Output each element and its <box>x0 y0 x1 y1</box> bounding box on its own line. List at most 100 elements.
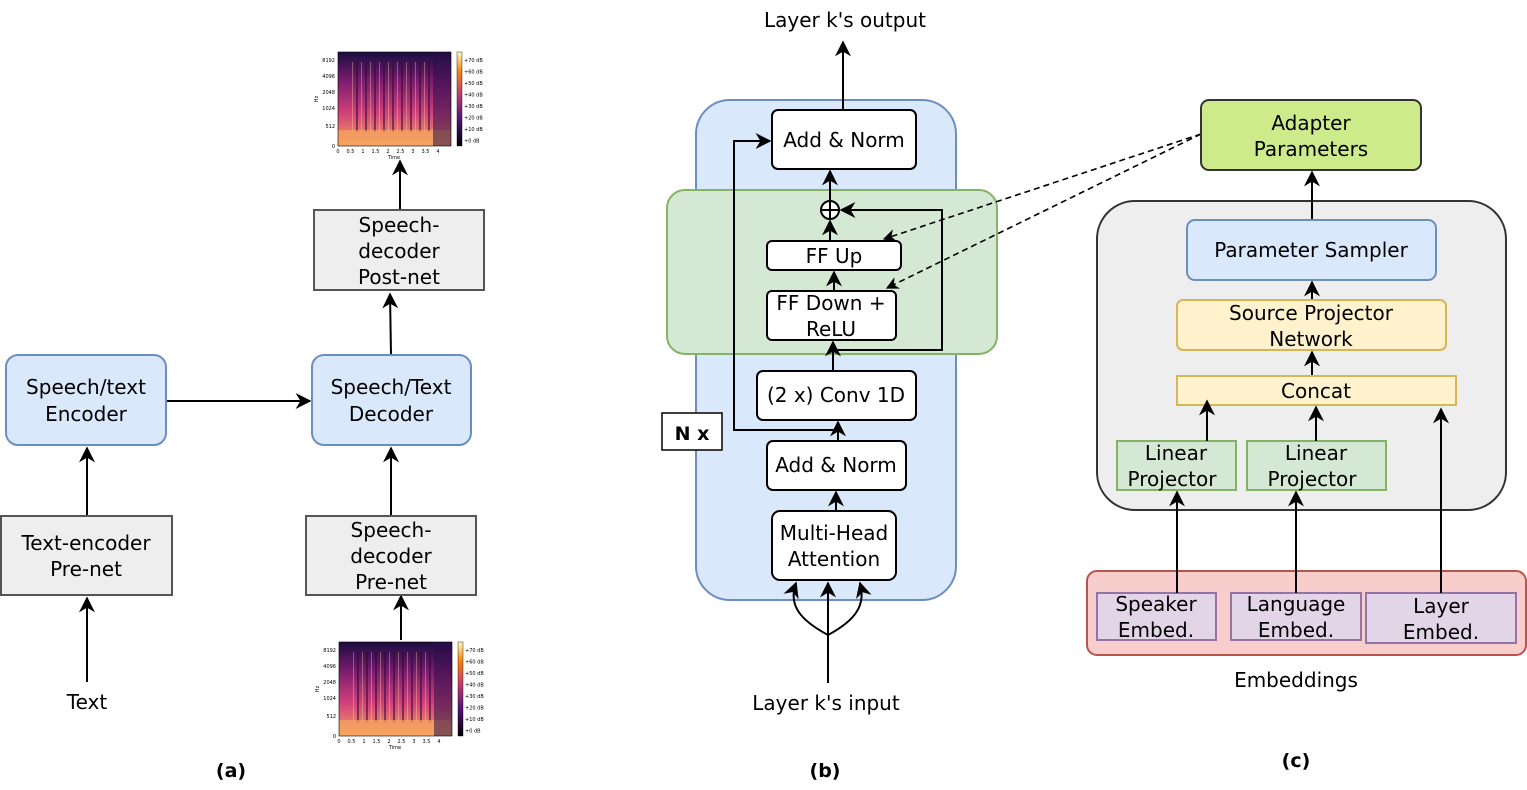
ff-down-box <box>766 290 897 341</box>
spectrogram-x-tick: 1 <box>362 739 365 745</box>
attention-line1: Multi-Head <box>780 521 888 545</box>
panel-c: Adapter Parameters Parameter Sampler Sou… <box>1086 99 1527 772</box>
encoder-line1: Speech/text <box>26 375 146 399</box>
speech-postnet-box <box>313 209 485 291</box>
spectrogram-xlabel: Time <box>388 745 401 751</box>
text-encoder-prenet-box <box>0 515 173 596</box>
layer-embed-box <box>1365 592 1517 644</box>
conv1d-box <box>756 370 917 421</box>
colorbar-tick: +30 dB <box>465 694 484 700</box>
repeat-count-label: N x <box>675 423 710 445</box>
decoder-box <box>311 354 472 446</box>
spectrogram-y-tick: 2048 <box>322 90 335 96</box>
spectrogram-y-tick: 4096 <box>322 74 335 80</box>
add-norm-top-box <box>771 109 917 170</box>
spectrogram-x-tick: 2 <box>386 149 389 155</box>
parameter-sampler-label: Parameter Sampler <box>1214 238 1408 262</box>
spectrogram-y-tick: 8192 <box>323 648 336 654</box>
linear-projector-1-box <box>1116 440 1237 491</box>
layer-embed-line2: Embed. <box>1403 620 1479 644</box>
adapter-link-ffup <box>882 133 1202 242</box>
colorbar-tick: +60 dB <box>464 70 483 76</box>
attention-line2: Attention <box>788 547 880 571</box>
speaker-embed-line2: Embed. <box>1118 618 1194 642</box>
spectrogram-x-tick: 0.5 <box>347 149 355 155</box>
colorbar-tick: +10 dB <box>464 127 483 133</box>
spectrogram-y-tick: 8192 <box>322 58 335 64</box>
spectrogram-y-tick: 0 <box>333 734 336 740</box>
speech-prenet-box <box>305 515 477 596</box>
speech-prenet-line2: decoder <box>350 544 432 568</box>
colorbar-tick: +0 dB <box>464 139 480 145</box>
speech-prenet-line3: Pre-net <box>355 570 427 594</box>
colorbar-tick: +20 dB <box>464 116 483 122</box>
panel-a: Text Text-encoder Pre-net Speech/text En… <box>0 51 485 782</box>
language-embed-line2: Embed. <box>1258 618 1334 642</box>
spectrogram-x-tick: 2 <box>387 739 390 745</box>
spectrogram-x-tick: 1 <box>361 149 364 155</box>
text-prenet-line1: Text-encoder <box>20 531 151 555</box>
ff-down-line2: ReLU <box>806 317 856 341</box>
colorbar <box>457 641 464 737</box>
spectrogram-y-tick: 4096 <box>323 664 336 670</box>
language-embed-box <box>1230 592 1362 641</box>
spectrogram-x-tick: 4 <box>436 149 439 155</box>
caption-c: (c) <box>1282 750 1311 772</box>
add-norm-bottom-label: Add & Norm <box>775 453 897 477</box>
ff-up-label: FF Up <box>806 244 863 268</box>
spectrogram-x-tick: 2.5 <box>398 739 406 745</box>
spectrogram-x-tick: 0.5 <box>348 739 356 745</box>
layer-embed-line1: Layer <box>1413 594 1470 618</box>
encoder-box <box>5 354 167 446</box>
colorbar-tick: +60 dB <box>465 660 484 666</box>
embeddings-label: Embeddings <box>1234 668 1358 692</box>
layer-input-label: Layer k's input <box>752 691 900 715</box>
add-norm-bottom-box <box>766 440 907 491</box>
linear-projector-1-line2: Projector <box>1128 467 1218 491</box>
caption-b: (b) <box>810 760 841 782</box>
adapter-link-ffdown <box>885 133 1202 289</box>
speaker-embed-line1: Speaker <box>1115 592 1197 616</box>
spectrogram-ylabel: Hz <box>315 685 321 692</box>
linear-projector-2-line1: Linear <box>1285 441 1348 465</box>
adapter-params-line2: Parameters <box>1254 137 1368 161</box>
source-projector-box <box>1176 299 1447 351</box>
colorbar-tick: +40 dB <box>464 93 483 99</box>
colorbar-tick: +70 dB <box>464 58 483 64</box>
colorbar-tick: +50 dB <box>464 81 483 87</box>
text-prenet-line2: Pre-net <box>50 557 122 581</box>
encoder-line2: Encoder <box>45 402 128 426</box>
colorbar <box>456 51 463 147</box>
linear-projector-2-line2: Projector <box>1268 467 1358 491</box>
ff-up-box <box>766 240 902 271</box>
concat-box <box>1176 375 1457 406</box>
adapter-parameters-box <box>1200 99 1422 171</box>
repeat-count-box <box>661 412 723 451</box>
linear-projector-2-box <box>1246 440 1387 491</box>
spectrogram-x-tick: 3 <box>411 149 414 155</box>
add-norm-top-label: Add & Norm <box>783 128 905 152</box>
spectrogram-x-tick: 1.5 <box>373 739 381 745</box>
language-embed-line1: Language <box>1247 592 1346 616</box>
source-projector-line1: Source Projector <box>1229 301 1394 325</box>
spectrogram-x-tick: 3.5 <box>423 739 431 745</box>
spectrogram-y-tick: 512 <box>325 124 335 130</box>
text-input-label: Text <box>66 690 108 714</box>
spectrogram-x-tick: 3 <box>412 739 415 745</box>
colorbar-tick: +10 dB <box>465 717 484 723</box>
spectrogram-y-tick: 512 <box>326 714 336 720</box>
layer-output-label: Layer k's output <box>764 8 926 32</box>
parameter-sampler-box <box>1186 219 1437 281</box>
attention-box <box>771 510 897 581</box>
spectrogram-x-tick: 4 <box>437 739 440 745</box>
spectrogram-y-tick: 2048 <box>323 680 336 686</box>
colorbar-tick: +30 dB <box>464 104 483 110</box>
concat-label: Concat <box>1281 379 1351 403</box>
decoder-line2: Decoder <box>349 402 434 426</box>
source-projector-line2: Network <box>1269 327 1353 351</box>
colorbar-tick: +50 dB <box>465 671 484 677</box>
speech-postnet-line2: decoder <box>358 239 440 263</box>
spectrogram-x-tick: 0 <box>336 149 339 155</box>
